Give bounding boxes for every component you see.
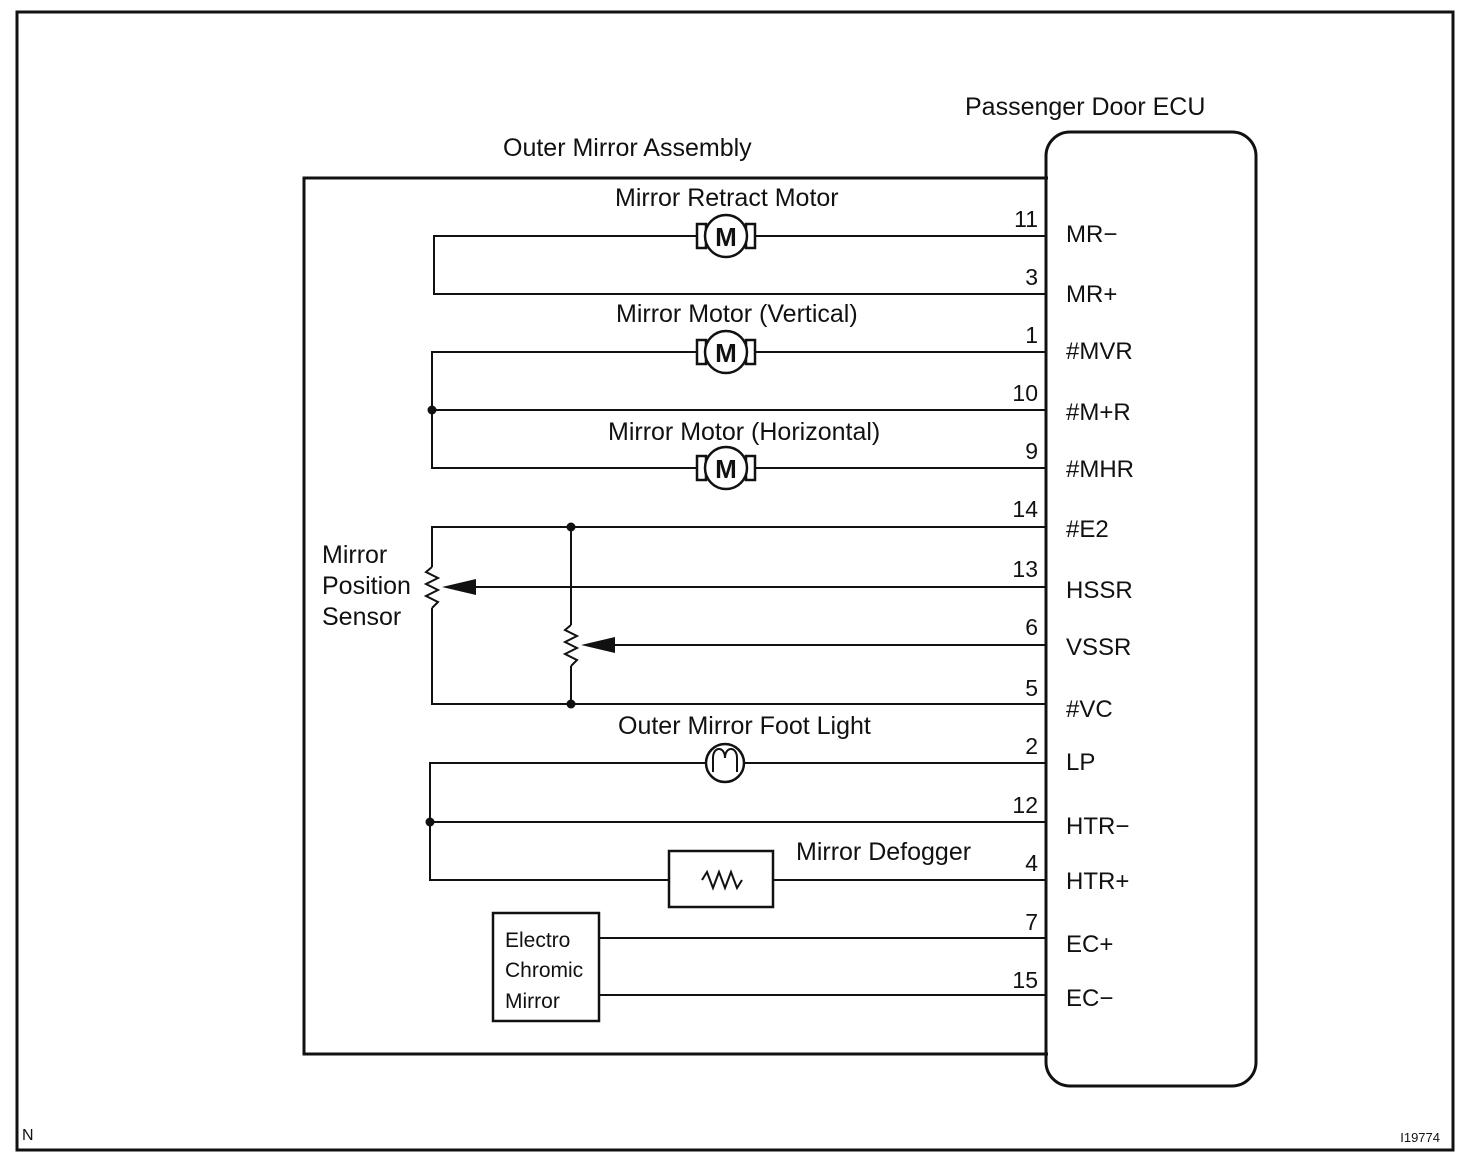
pin-numbers: 11 3 1 10 9 14 13 6 5 2 12 4 7 15 (1012, 206, 1038, 993)
foot-light-label: Outer Mirror Foot Light (618, 712, 871, 740)
pin-number: 5 (1025, 675, 1038, 701)
signal-name: EC+ (1066, 931, 1113, 958)
pin-number: 7 (1025, 909, 1038, 935)
signal-name: HTR+ (1066, 868, 1129, 895)
position-sensor-circuit (423, 522, 1046, 709)
position-sensor-label-2: Position (322, 572, 411, 600)
signal-name: #M+R (1066, 399, 1131, 426)
pin-number: 12 (1012, 792, 1038, 818)
svg-text:M: M (715, 454, 737, 484)
passenger-door-ecu-box (1044, 130, 1258, 1088)
pin-number: 4 (1025, 850, 1038, 876)
pin-number: 3 (1025, 264, 1038, 290)
signal-name: HSSR (1066, 577, 1133, 604)
signal-name: EC− (1066, 985, 1113, 1012)
electro-chromic-label-2: Chromic (505, 959, 583, 982)
pin-number: 6 (1025, 614, 1038, 640)
ecu-title: Passenger Door ECU (965, 93, 1205, 121)
page-border (15, 10, 1455, 1152)
signal-name: VSSR (1066, 634, 1131, 661)
svg-text:M: M (715, 222, 737, 252)
outer-mirror-assembly-box (302, 176, 1048, 1056)
electro-chromic-label-3: Mirror (505, 990, 560, 1013)
signal-name: #MVR (1066, 338, 1133, 365)
figure-id: I19774 (1400, 1130, 1440, 1145)
pin-number: 1 (1025, 322, 1038, 348)
position-sensor-label-1: Mirror (322, 541, 387, 569)
signal-name: #MHR (1066, 456, 1134, 483)
signal-name: MR+ (1066, 281, 1117, 308)
signal-name: #VC (1066, 696, 1113, 723)
signal-name: MR− (1066, 221, 1117, 248)
junction-dot (427, 405, 437, 415)
junction-dot (425, 817, 435, 827)
vertical-motor-label: Mirror Motor (Vertical) (616, 300, 858, 328)
signal-name: HTR− (1066, 813, 1129, 840)
pin-number: 14 (1012, 496, 1038, 522)
svg-text:M: M (715, 338, 737, 368)
pin-number: 2 (1025, 733, 1038, 759)
electro-chromic-mirror-box (491, 911, 601, 1023)
defogger-label: Mirror Defogger (796, 838, 971, 866)
foot-light-bulb-icon (704, 742, 746, 784)
signal-name: #E2 (1066, 516, 1109, 543)
pin-number: 11 (1014, 206, 1038, 232)
corner-label-left: N (22, 1127, 34, 1144)
assembly-title: Outer Mirror Assembly (503, 134, 752, 162)
horizontal-motor-icon: M (695, 445, 757, 491)
vertical-motor-icon: M (695, 329, 757, 375)
electro-chromic-label-1: Electro (505, 929, 570, 952)
pin-number: 9 (1025, 438, 1038, 464)
retract-motor-icon: M (695, 213, 757, 259)
pin-number: 15 (1012, 967, 1038, 993)
pin-number: 13 (1012, 556, 1038, 582)
ecu-signal-names: MR− MR+ #MVR #M+R #MHR #E2 HSSR VSSR #VC… (1066, 221, 1134, 1012)
position-sensor-label-3: Sensor (322, 603, 401, 631)
horizontal-motor-label: Mirror Motor (Horizontal) (608, 418, 880, 446)
defogger-heater-icon (667, 849, 775, 909)
retract-motor-label: Mirror Retract Motor (615, 184, 839, 212)
signal-name: LP (1066, 749, 1095, 776)
pin-number: 10 (1012, 380, 1038, 406)
